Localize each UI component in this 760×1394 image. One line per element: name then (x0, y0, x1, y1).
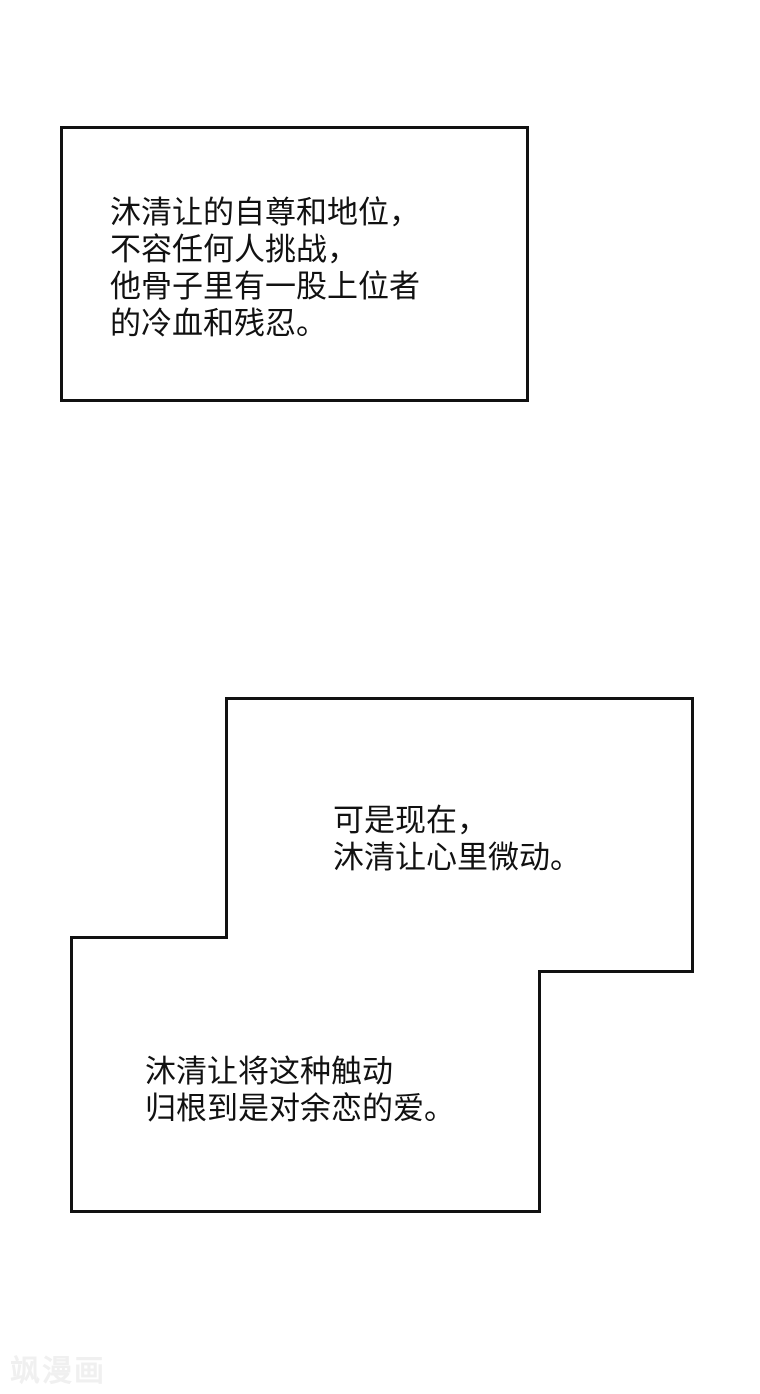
caption-line: 的冷血和残忍。 (110, 306, 327, 342)
watermark: 飒漫画 (10, 1354, 106, 1389)
caption-text-2: 可是现在， 沐清让心里微动。 (333, 803, 581, 877)
caption-line: 他骨子里有一股上位者 (110, 269, 420, 305)
caption-line: 沐清让将这种触动 (145, 1054, 393, 1090)
caption-line: 归根到是对余恋的爱。 (145, 1091, 455, 1127)
caption-line: 不容任何人挑战， (110, 232, 358, 268)
caption-line: 可是现在， (333, 803, 488, 839)
caption-line: 沐清让的自尊和地位， (110, 195, 420, 231)
caption-text-1: 沐清让的自尊和地位， 不容任何人挑战， 他骨子里有一股上位者 的冷血和残忍。 (110, 195, 420, 343)
caption-box-1 (60, 126, 529, 402)
caption-line: 沐清让心里微动。 (333, 840, 581, 876)
caption-text-3: 沐清让将这种触动 归根到是对余恋的爱。 (145, 1054, 455, 1128)
caption-box-2 (70, 697, 694, 1213)
